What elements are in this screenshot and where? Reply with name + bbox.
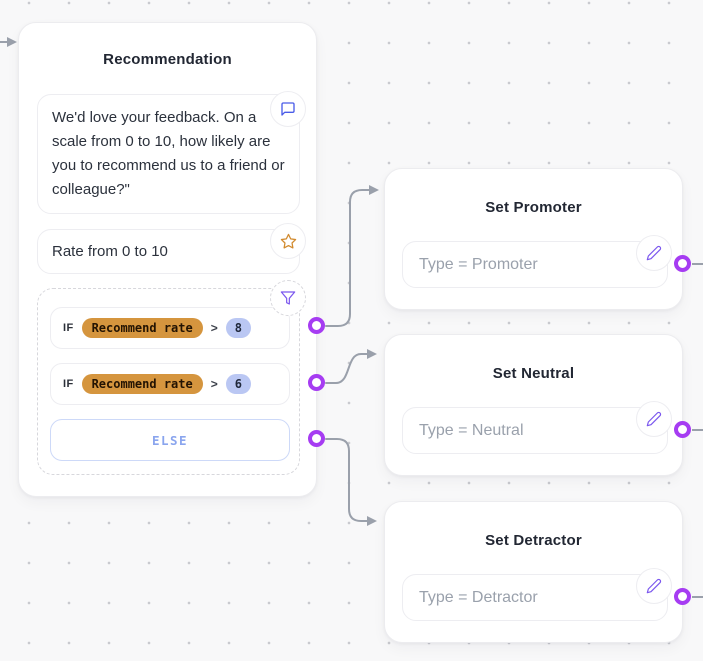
pencil-icon: [646, 245, 662, 261]
condition-row-if-6[interactable]: IF Recommend rate > 6: [50, 363, 290, 405]
port-detractor-out[interactable]: [674, 588, 691, 605]
message-text: We'd love your feedback. On a scale from…: [52, 109, 285, 198]
edge-else-to-detractor: [325, 438, 377, 526]
filter-button[interactable]: [270, 280, 306, 316]
pencil-icon: [646, 578, 662, 594]
field-card[interactable]: Type = Promoter: [402, 235, 672, 288]
operator: >: [210, 377, 218, 391]
value-badge: 6: [225, 374, 251, 394]
field-value: Type = Neutral: [419, 421, 524, 439]
port-else-out[interactable]: [308, 430, 325, 447]
set-neutral-node[interactable]: Set Neutral Type = Neutral: [384, 334, 683, 476]
field-card[interactable]: Type = Neutral: [402, 401, 672, 454]
rating-card[interactable]: Rate from 0 to 10: [37, 223, 306, 274]
value-badge: 8: [225, 318, 251, 338]
rating-star-button[interactable]: [270, 223, 306, 259]
branch-conditions-box: IF Recommend rate > 8 IF Recommend rate …: [37, 280, 306, 475]
field-value: Type = Detractor: [419, 588, 538, 606]
set-detractor-node[interactable]: Set Detractor Type = Detractor: [384, 501, 683, 643]
edit-button[interactable]: [636, 235, 672, 271]
if-keyword: IF: [63, 378, 74, 390]
message-card[interactable]: We'd love your feedback. On a scale from…: [37, 91, 306, 214]
port-neutral-out[interactable]: [674, 421, 691, 438]
recommendation-node[interactable]: Recommendation We'd love your feedback. …: [18, 22, 317, 497]
set-promoter-node[interactable]: Set Promoter Type = Promoter: [384, 168, 683, 310]
rating-label: Rate from 0 to 10: [52, 243, 168, 260]
star-icon: [280, 233, 296, 249]
node-title: Set Promoter: [485, 199, 582, 216]
operator: >: [210, 321, 218, 335]
if-keyword: IF: [63, 322, 74, 334]
node-title: Set Detractor: [485, 532, 582, 549]
field-value: Type = Promoter: [419, 255, 538, 273]
port-promoter-out[interactable]: [674, 255, 691, 272]
else-keyword: ELSE: [151, 432, 189, 448]
variable-badge: Recommend rate: [81, 374, 203, 394]
variable-badge: Recommend rate: [81, 318, 203, 338]
port-if-6-out[interactable]: [308, 374, 325, 391]
edge-if6-to-neutral: [325, 349, 377, 384]
condition-row-else[interactable]: ELSE: [50, 419, 290, 461]
condition-row-if-8[interactable]: IF Recommend rate > 8: [50, 307, 290, 349]
node-title: Recommendation: [103, 51, 232, 68]
edge-if8-to-promoter: [325, 185, 379, 327]
pencil-icon: [646, 411, 662, 427]
message-bubble-button[interactable]: [270, 91, 306, 127]
field-card[interactable]: Type = Detractor: [402, 568, 672, 621]
edit-button[interactable]: [636, 401, 672, 437]
filter-icon: [280, 291, 296, 305]
port-if-8-out[interactable]: [308, 317, 325, 334]
node-title: Set Neutral: [492, 365, 575, 382]
edit-button[interactable]: [636, 568, 672, 604]
chat-bubble-icon: [281, 102, 295, 116]
